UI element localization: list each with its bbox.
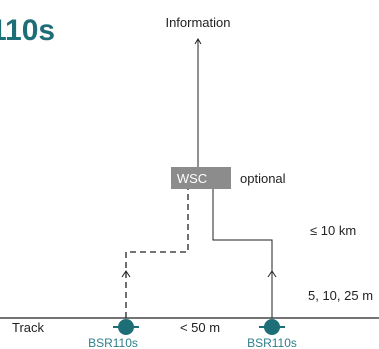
dashed-link — [125, 189, 189, 318]
optional-label: optional — [240, 171, 286, 186]
wsc-box — [171, 167, 231, 189]
wsc-label: WSC — [177, 171, 207, 186]
right-arrowhead — [267, 270, 277, 278]
sensor-left: BSR110s — [88, 319, 139, 349]
left-arrowhead — [121, 270, 131, 278]
sensor-right-icon — [264, 319, 280, 335]
spacing-label: < 50 m — [180, 320, 220, 335]
sensor-right-label: BSR110s — [247, 336, 297, 349]
product-title: 110s — [0, 14, 55, 47]
distance-upper-label: ≤ 10 km — [310, 223, 356, 238]
information-arrowhead — [194, 38, 202, 45]
solid-link — [212, 189, 273, 318]
distance-lower-label: 5, 10, 25 m — [308, 288, 373, 303]
information-label: Information — [165, 15, 230, 30]
sensor-left-icon — [118, 319, 134, 335]
track-label: Track — [12, 320, 45, 335]
sensor-left-label: BSR110s — [88, 336, 138, 349]
sensor-right: BSR110s — [247, 319, 297, 349]
